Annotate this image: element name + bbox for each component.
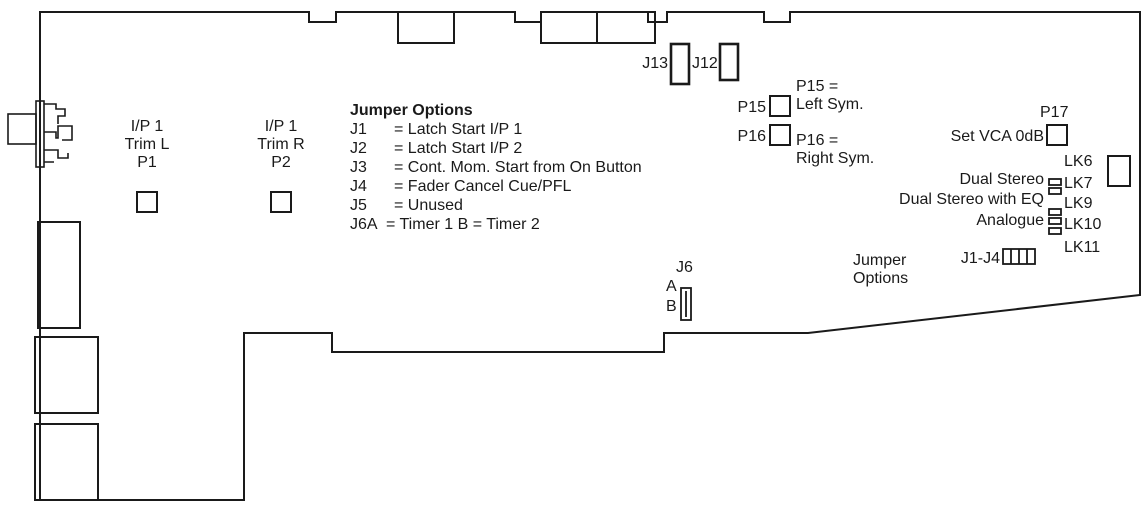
p16-desc-line1: P16 =	[796, 132, 839, 149]
link-lk6	[1107, 155, 1131, 187]
link-stack-lk7-lk9	[1048, 178, 1062, 195]
p17-label: P17	[1040, 104, 1069, 121]
jumper-row-value: = Unused	[394, 197, 463, 214]
p16-description: P16 = Right Sym.	[796, 132, 874, 168]
j13-label: J13	[642, 55, 668, 72]
lk7-label: LK7	[1064, 175, 1093, 192]
j1-j4-label: J1-J4	[960, 250, 1000, 267]
jumper-j13	[669, 42, 691, 86]
link-stack-lk10-lk11	[1048, 208, 1062, 235]
jumper-row-key: J3	[350, 159, 367, 176]
top-connector-3	[596, 11, 656, 44]
j6-a-label: A	[666, 278, 677, 295]
left-connector-a	[37, 221, 81, 329]
p15-label: P15	[737, 99, 766, 116]
jumper-j6	[680, 287, 692, 321]
trim-l-line3: P1	[137, 154, 157, 171]
j6-label: J6	[676, 259, 693, 276]
p16-label: P16	[737, 128, 766, 145]
trim-r-label: I/P 1 Trim R P2	[242, 118, 320, 172]
lk6-label: LK6	[1064, 153, 1093, 170]
lk10-label: LK10	[1064, 216, 1102, 233]
trim-l-line1: I/P 1	[130, 118, 164, 135]
left-jack-connector	[7, 100, 73, 168]
pad-p15	[769, 95, 791, 117]
p15-desc-line1: P15 =	[796, 78, 839, 95]
jumper-row-value: = Cont. Mom. Start from On Button	[394, 159, 642, 176]
jumper-j12	[718, 42, 740, 82]
jumper-row-key: J5	[350, 197, 367, 214]
top-connector-2	[540, 11, 598, 44]
jumper-row-value: = Fader Cancel Cue/PFL	[394, 178, 572, 195]
header-j1-j4	[1002, 248, 1036, 265]
j6-b-label: B	[666, 298, 677, 315]
trim-pot-p1	[136, 191, 158, 213]
trim-r-line2: Trim R	[257, 136, 305, 153]
jumper-options-note: Jumper Options	[853, 252, 908, 288]
dual-stereo-label: Dual Stereo	[959, 171, 1045, 188]
j12-label: J12	[692, 55, 718, 72]
jumper-row-key: J4	[350, 178, 367, 195]
p16-desc-line2: Right Sym.	[796, 150, 875, 167]
top-connector-1	[397, 11, 455, 44]
dual-stereo-eq-label: Dual Stereo with EQ	[899, 191, 1044, 208]
trim-pot-p2	[270, 191, 292, 213]
left-connector-c	[34, 423, 99, 501]
trim-l-label: I/P 1 Trim L P1	[108, 118, 186, 172]
trim-l-line2: Trim L	[124, 136, 170, 153]
pad-p16	[769, 124, 791, 146]
pad-p17	[1046, 124, 1068, 146]
jumper-row-key: J2	[350, 140, 367, 157]
jumper-row-value: = Timer 1 B = Timer 2	[386, 216, 540, 233]
set-vca-label: Set VCA 0dB	[950, 128, 1044, 145]
jumper-row-key: J6A	[350, 216, 378, 233]
left-connector-b	[34, 336, 99, 414]
p15-desc-line2: Left Sym.	[796, 96, 864, 113]
trim-r-line1: I/P 1	[264, 118, 298, 135]
jumper-options-title: Jumper Options	[350, 102, 473, 119]
jumper-row-value: = Latch Start I/P 2	[394, 140, 523, 157]
jumper-row-key: J1	[350, 121, 367, 138]
lk11-label: LK11	[1064, 239, 1101, 256]
jumper-options-note-line1: Jumper	[853, 252, 907, 269]
analogue-label: Analogue	[976, 212, 1044, 229]
trim-r-line3: P2	[271, 154, 291, 171]
jumper-options-note-line2: Options	[853, 270, 909, 287]
lk9-label: LK9	[1064, 195, 1093, 212]
jumper-row-value: = Latch Start I/P 1	[394, 121, 523, 138]
p15-description: P15 = Left Sym.	[796, 78, 864, 114]
